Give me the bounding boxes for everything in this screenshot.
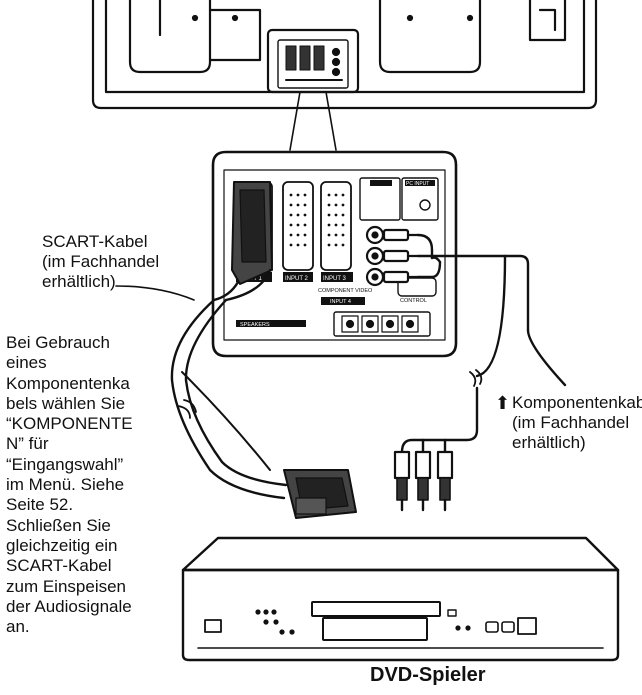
scart-cable-label-line: SCART-Kabel [42, 232, 148, 251]
input4-label: INPUT 4 [330, 299, 351, 305]
tv-rear [91, 0, 598, 110]
scart-cable-label: SCART-Kabel (im Fachhandel erhältlich) [42, 232, 159, 292]
connection-panel: INPUT 1 INPUT 2 INPUT 3 COMPONENT VIDEO … [211, 150, 458, 358]
component-plugs-bottom [393, 450, 454, 512]
usage-note: Bei Gebrauch eines Komponentenka bels wä… [6, 333, 133, 637]
usage-note-line: Schließen Sie [6, 515, 111, 535]
dvd-player [181, 536, 620, 662]
component-video-label: COMPONENT VIDEO [318, 288, 373, 294]
usage-note-line: “Eingangswahl” [6, 454, 124, 474]
usage-note-line: gleichzeitig ein [6, 535, 118, 555]
scart-cable [115, 285, 288, 500]
usage-note-line: an. [6, 617, 30, 637]
input3-label: INPUT 3 [323, 276, 347, 282]
usage-note-line: bels wählen Sie [6, 393, 126, 413]
component-cable-label-line: (im Fachhandel [512, 413, 630, 432]
scart-cable-label-line: erhältlich) [42, 272, 116, 291]
dvd-player-label: DVD-Spieler [370, 664, 486, 686]
component-cable-label-line: erhältlich) [512, 433, 586, 452]
usage-note-line: N” für [6, 434, 49, 454]
usage-note-line: Komponentenka [6, 373, 130, 393]
usage-note-line: Seite 52. [6, 495, 74, 515]
usage-note-line: zum Einspeisen [6, 576, 127, 596]
pc-input-label: PC INPUT [406, 181, 429, 187]
usage-note-line: Bei Gebrauch [6, 333, 110, 352]
scart-cable-label-line: (im Fachhandel [42, 252, 160, 271]
usage-note-line: SCART-Kabel [6, 556, 112, 576]
speakers-label: SPEAKERS [240, 322, 270, 328]
component-cable [400, 233, 567, 454]
component-plugs-top [382, 228, 420, 284]
usage-note-line: im Menü. Siehe [6, 475, 125, 495]
usage-note-line: eines [6, 353, 47, 373]
scart-plug-bottom [283, 469, 357, 519]
usage-note-line: “KOMPONENTE [6, 414, 133, 434]
scart-plug-top [212, 181, 273, 302]
arrow-up-icon: ⬆ [495, 393, 511, 413]
control-label: CONTROL [400, 298, 427, 304]
usage-note-line: der Audiosignale [6, 596, 132, 616]
input2-label: INPUT 2 [285, 276, 309, 282]
